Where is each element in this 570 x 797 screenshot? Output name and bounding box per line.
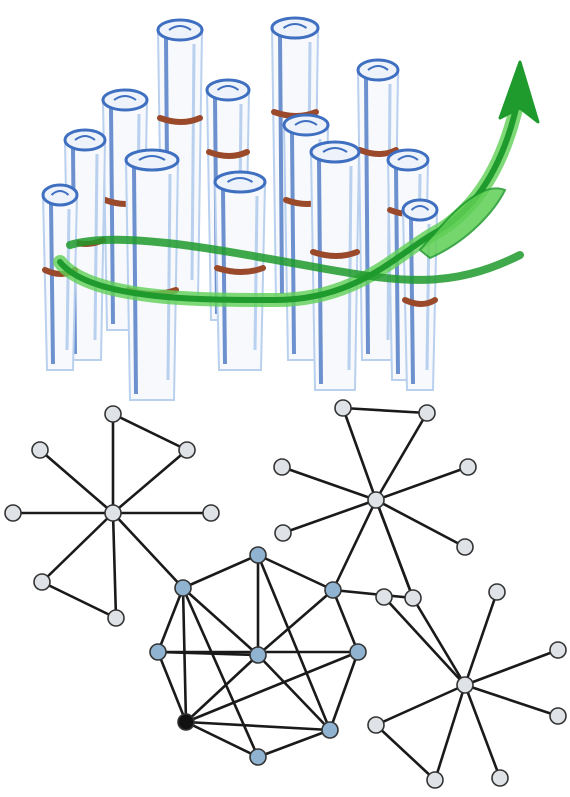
graph-edge bbox=[413, 598, 465, 685]
graph-node-leaf bbox=[203, 505, 219, 521]
graph-edge bbox=[158, 588, 183, 652]
graph-edge bbox=[465, 685, 558, 716]
graph-edge bbox=[465, 592, 497, 685]
graph-edge bbox=[113, 513, 116, 618]
graph-edge bbox=[186, 652, 358, 722]
graph-edge bbox=[158, 652, 186, 722]
graph-node-leaf bbox=[274, 459, 290, 475]
graph-edge bbox=[435, 685, 465, 780]
graph-node-dark bbox=[178, 714, 194, 730]
graph-node-leaf bbox=[457, 539, 473, 555]
graph-edge bbox=[186, 655, 258, 722]
graph-edge bbox=[186, 722, 258, 757]
graph-node-leaf bbox=[275, 525, 291, 541]
graph-edge bbox=[42, 582, 116, 618]
graph-edge bbox=[282, 467, 376, 500]
graph-node-leaf bbox=[376, 589, 392, 605]
graph-node-leaf bbox=[105, 505, 121, 521]
graph-edge bbox=[113, 414, 187, 450]
graph-node-leaf bbox=[489, 584, 505, 600]
graph-edge bbox=[40, 450, 113, 513]
graph-edge bbox=[183, 555, 258, 588]
graph-node-leaf bbox=[34, 574, 50, 590]
graph-edge bbox=[42, 513, 113, 582]
graph-node-leaf bbox=[492, 770, 508, 786]
graph-edge bbox=[376, 500, 413, 598]
graph-edge bbox=[113, 513, 183, 588]
graph-edge bbox=[376, 725, 435, 780]
graph-node-leaf bbox=[335, 400, 351, 416]
graph-node-core bbox=[175, 580, 191, 596]
graph-edge bbox=[330, 652, 358, 730]
graph-node-leaf bbox=[368, 492, 384, 508]
graph-edge bbox=[258, 555, 330, 730]
graph-node-leaf bbox=[32, 442, 48, 458]
graph-edge bbox=[376, 500, 465, 547]
graph-node-leaf bbox=[405, 590, 421, 606]
graph-edge bbox=[333, 590, 413, 598]
graph-edge bbox=[183, 588, 258, 655]
graph-node-leaf bbox=[419, 405, 435, 421]
graph-edge bbox=[258, 730, 330, 757]
graph-edge bbox=[343, 408, 376, 500]
graph-edge bbox=[113, 450, 187, 513]
graph-node-leaf bbox=[550, 642, 566, 658]
graph-node-leaf bbox=[550, 708, 566, 724]
graph-node-leaf bbox=[427, 772, 443, 788]
graph-node-leaf bbox=[457, 677, 473, 693]
graph-node-core bbox=[250, 547, 266, 563]
graph-edge bbox=[183, 588, 258, 757]
graph-node-core bbox=[350, 644, 366, 660]
graph-edge bbox=[376, 685, 465, 725]
graph-node-leaf bbox=[5, 505, 21, 521]
graph-edge bbox=[333, 590, 358, 652]
graph-node-leaf bbox=[368, 717, 384, 733]
graph-node-leaf bbox=[108, 610, 124, 626]
graph-node-core bbox=[325, 582, 341, 598]
graph-node-leaf bbox=[179, 442, 195, 458]
graph-edge bbox=[465, 685, 500, 778]
graph-edge bbox=[384, 597, 465, 685]
graph-node-core bbox=[250, 749, 266, 765]
graph-edge bbox=[465, 650, 558, 685]
graph-node-core bbox=[250, 647, 266, 663]
graph-edge bbox=[376, 413, 427, 500]
graph-edge bbox=[376, 467, 468, 500]
graph-node-core bbox=[150, 644, 166, 660]
graph-edge bbox=[343, 408, 427, 413]
graph-node-leaf bbox=[460, 459, 476, 475]
graph-node-leaf bbox=[105, 406, 121, 422]
graph-edge bbox=[183, 588, 186, 722]
graph-node-core bbox=[322, 722, 338, 738]
graph-edge bbox=[258, 655, 330, 730]
graph-edge bbox=[186, 722, 330, 730]
